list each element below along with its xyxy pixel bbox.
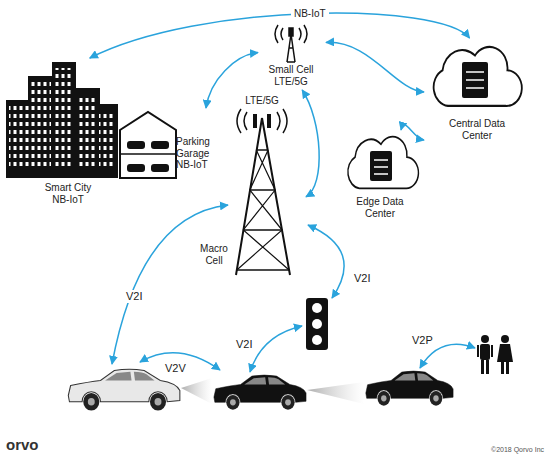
- cars-part: [68, 369, 180, 410]
- pedestrians-part: [486, 360, 489, 374]
- city-buildings-part: [74, 88, 100, 178]
- macro-tower-part: [253, 114, 257, 128]
- parking-garage-icon-part: [127, 164, 145, 172]
- edge-cloud-part: [348, 137, 419, 189]
- node-label: Edge Data Center: [350, 196, 410, 219]
- central-cloud: [434, 47, 522, 106]
- headlight-beams-part: [307, 382, 364, 404]
- macro-tower-part: [236, 118, 290, 275]
- small-cell-tower: [275, 25, 307, 62]
- macro-tower-part: [237, 150, 289, 270]
- pedestrians-part: [480, 344, 490, 360]
- macro-tower-part: [267, 114, 271, 128]
- headlight-beams-part: [181, 378, 212, 404]
- central-cloud-part: [434, 47, 522, 106]
- edge-cloud-part: [374, 160, 388, 174]
- pedestrians-part: [491, 345, 493, 357]
- pedestrians-part: [477, 345, 479, 357]
- small-cell-tower-part: [275, 25, 307, 43]
- link-type-label: V2I: [124, 290, 145, 303]
- pedestrians-part: [481, 335, 489, 343]
- link-type-label: V2I: [234, 338, 255, 351]
- city-buildings-part: [9, 106, 29, 170]
- pedestrians-part: [501, 362, 504, 374]
- small-cell-node: Small Cell LTE/5G: [258, 22, 326, 90]
- parking-garage-icon-part: [151, 164, 169, 172]
- city-buildings-part: [28, 76, 54, 178]
- link-type-label: V2V: [163, 362, 188, 375]
- edge-cloud: [348, 137, 419, 189]
- city-buildings-part: [6, 100, 32, 178]
- cars-part: [366, 371, 453, 406]
- traffic-light-part: [312, 303, 322, 313]
- footer-text: orvo: [4, 436, 41, 454]
- city-buildings-part: [77, 94, 97, 170]
- pedestrians-part: [501, 335, 509, 343]
- link-arrow: [302, 90, 319, 197]
- city-buildings-part: [99, 110, 115, 170]
- link-type-label: V2I: [352, 272, 373, 285]
- v2x-arrows-part: [420, 344, 475, 368]
- edge-label: NB-IoT: [291, 8, 329, 20]
- parking-garage-icon-part: [120, 112, 176, 178]
- city-buildings: [6, 62, 118, 178]
- pedestrians-part: [481, 360, 484, 374]
- traffic-light-part: [312, 319, 322, 329]
- cars: [68, 369, 453, 410]
- macro-tower: [236, 109, 290, 275]
- small-cell-tower-part: [287, 34, 295, 62]
- pedestrians: [477, 335, 513, 374]
- cars-part: [214, 375, 306, 410]
- v2x-arrows: [112, 205, 475, 372]
- edge-data-center-node: Edge Data Center: [338, 130, 422, 230]
- pedestrians-part: [497, 344, 513, 362]
- central-cloud-part: [466, 72, 484, 88]
- v2x-arrows-part: [250, 326, 302, 372]
- parking-garage-icon: [120, 112, 176, 178]
- macro-tower-part: [237, 150, 289, 270]
- link-arrow: [401, 125, 424, 140]
- node-label: Smart City NB-IoT: [36, 182, 100, 205]
- node-label: Parking Garage NB-IoT: [176, 136, 226, 171]
- city-buildings-part: [52, 62, 76, 178]
- traffic-light: [306, 298, 328, 350]
- city-buildings-part: [31, 82, 51, 170]
- city-buildings-part: [55, 68, 73, 170]
- link-type-label: V2P: [410, 334, 435, 347]
- traffic-light-part: [306, 298, 328, 350]
- node-label: Macro Cell: [196, 243, 232, 266]
- v2x-arrows-part: [112, 205, 228, 364]
- link-arrow: [326, 42, 424, 92]
- link-arrow: [90, 13, 470, 58]
- parking-garage-icon-part: [120, 153, 176, 155]
- node-label: Small Cell LTE/5G: [258, 64, 324, 87]
- footer-text: ©2018 Qorvo Inc: [489, 446, 546, 454]
- parking-garage-icon-part: [151, 141, 169, 149]
- node-label: Central Data Center: [442, 118, 512, 141]
- pedestrians-part: [506, 362, 509, 374]
- parking-garage-node: Parking Garage NB-IoT: [118, 108, 228, 180]
- macro-tower-part: [237, 109, 287, 133]
- traffic-light-part: [312, 335, 322, 345]
- central-cloud-part: [462, 62, 488, 98]
- macro-cell-node: LTE/5G Macro Cell: [196, 95, 306, 280]
- node-label: LTE/5G: [226, 95, 298, 107]
- small-cell-tower-part: [289, 28, 293, 36]
- city-buildings-part: [96, 104, 118, 178]
- smart-city-node: Smart City NB-IoT: [4, 58, 132, 210]
- central-data-center-node: Central Data Center: [424, 38, 530, 158]
- edge-cloud-part: [370, 151, 392, 181]
- parking-garage-icon-part: [127, 141, 145, 149]
- v2x-arrows-part: [308, 225, 344, 298]
